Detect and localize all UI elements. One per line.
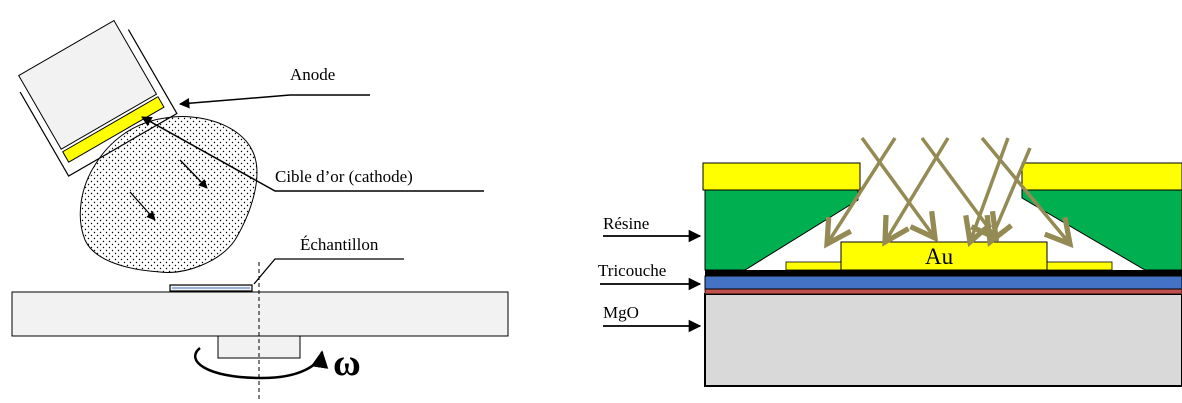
deposition-arrow [970,137,1010,242]
deposition-arrow [827,137,897,244]
gold-cap-right [1021,162,1182,191]
tricouche-label: Tricouche [598,261,666,280]
trilayer-top [705,270,1182,276]
gold-cap-left [702,162,861,191]
substrate-platform [11,291,509,337]
deposition-arrow [980,136,1070,244]
omega-symbol: ω [333,342,361,384]
resine-label: Résine [603,214,649,233]
cathode-leader [141,116,484,192]
sputter-arrow [179,159,208,189]
rotation-arrow [194,347,329,380]
cathode-gold-target [62,96,165,163]
anode-label: Anode [290,65,335,84]
deposition-arrow [990,147,1032,242]
anode-holder [19,29,178,177]
trilayer-red [704,288,1182,295]
sputtering-diagram: Anode Cible d’or (cathode) Échantillon ω [11,19,509,400]
deposition-arrows [827,136,1070,244]
au-label: Au [925,244,954,269]
sample-leader [253,258,404,285]
sputter-arrow [129,191,156,221]
cathode-label: Cible d’or (cathode) [275,167,413,186]
deposition-arrow [920,136,996,238]
target-assembly [18,19,178,177]
mgo-label: MgO [603,303,639,322]
mgo-substrate [704,293,1182,387]
deposition-arrow [885,137,950,242]
lithography-diagram: Au Résine Tricouche MgO [598,136,1182,387]
deposition-arrow [860,136,935,238]
trilayer-blue [704,275,1182,290]
sample-label: Échantillon [300,235,379,254]
anode-block [18,19,158,150]
anode-leader [178,94,370,109]
